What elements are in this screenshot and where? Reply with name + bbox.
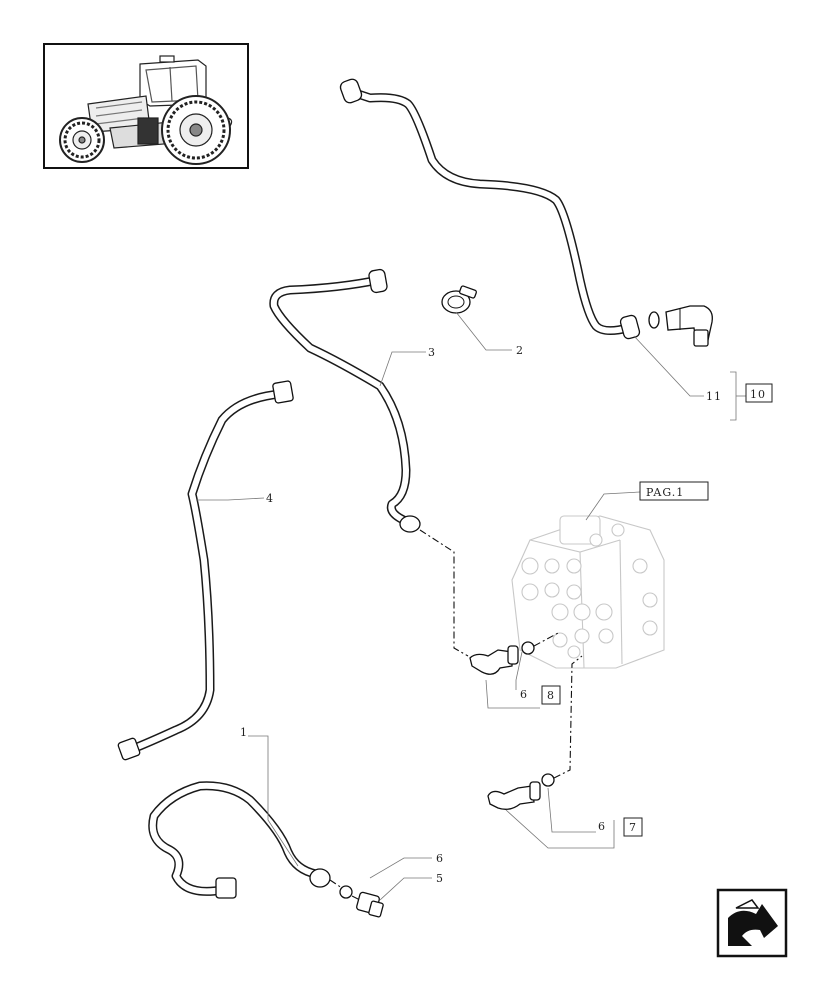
- callout-6-bottom: 6: [436, 852, 444, 865]
- adapter-fitting-bottom[interactable]: [356, 891, 384, 918]
- seal-ring-low[interactable]: [541, 773, 555, 787]
- seal-ring-bottom[interactable]: [339, 885, 353, 899]
- pipe-4[interactable]: [117, 380, 294, 761]
- tractor-illustration: [59, 55, 233, 165]
- callout-4: 4: [266, 492, 274, 505]
- callout-labels: 1 2 3 4 6 5 11 6 6: [240, 344, 722, 885]
- seal-ring-mid[interactable]: [521, 641, 535, 655]
- pipe-1[interactable]: [148, 781, 331, 899]
- elbow-fitting-top[interactable]: [665, 305, 713, 347]
- seal-ring-top[interactable]: [648, 311, 660, 329]
- ref-box-8[interactable]: 8: [541, 685, 561, 705]
- elbow-fitting-low[interactable]: [487, 781, 541, 810]
- leader-lines: [196, 311, 748, 901]
- svg-text:PAG.1: PAG.1: [646, 486, 684, 499]
- callout-6-mid: 6: [520, 688, 528, 701]
- ref-box-10[interactable]: 10: [745, 383, 773, 403]
- svg-text:7: 7: [629, 821, 637, 834]
- ref-box-pag1[interactable]: PAG.1: [639, 481, 709, 501]
- page-navigation-arrow-icon[interactable]: [716, 888, 788, 958]
- pipe-assembly-11[interactable]: [339, 78, 641, 340]
- callout-3: 3: [428, 346, 436, 359]
- svg-text:10: 10: [750, 388, 766, 401]
- elbow-fitting-mid[interactable]: [469, 645, 519, 675]
- connection-lines: [329, 529, 583, 901]
- control-valve-block: [511, 515, 665, 669]
- pipe-3[interactable]: [269, 268, 421, 533]
- tractor-thumbnail[interactable]: [43, 43, 249, 169]
- ref-box-7[interactable]: 7: [623, 817, 643, 837]
- callout-11: 11: [706, 390, 722, 403]
- svg-text:8: 8: [547, 689, 555, 702]
- callout-1: 1: [240, 726, 248, 739]
- callout-2: 2: [516, 344, 524, 357]
- hose-clamp[interactable]: [441, 285, 477, 314]
- callout-5: 5: [436, 872, 444, 885]
- callout-6-low: 6: [598, 820, 606, 833]
